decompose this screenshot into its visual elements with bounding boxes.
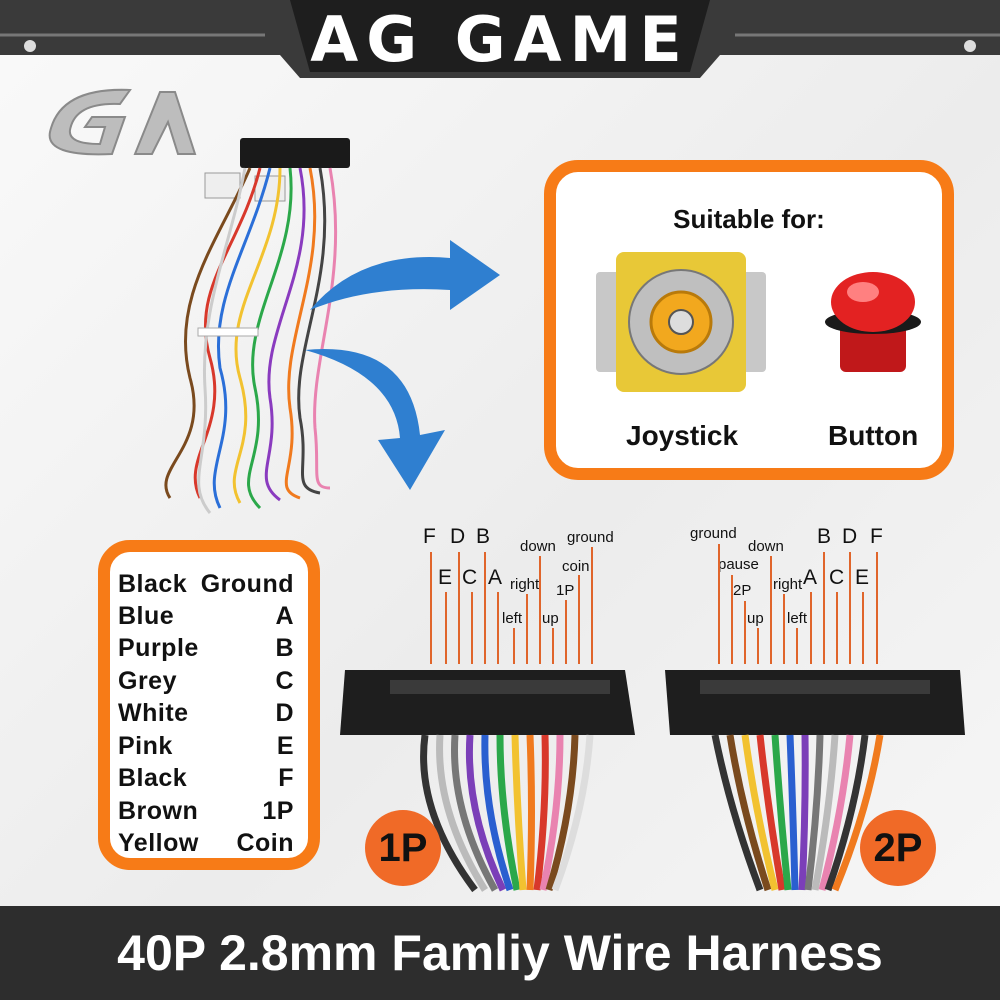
joystick-icon (596, 242, 766, 402)
connector-2p: ground pause 2P up down right left A B C… (660, 520, 975, 900)
legend-function: Coin (236, 829, 294, 857)
pin-label: up (542, 610, 559, 627)
pin-label: 1P (556, 582, 575, 599)
brand-logo (40, 82, 200, 162)
legend-color: Blue (118, 602, 175, 630)
legend-row: Grey C (118, 667, 294, 699)
legend-function: A (275, 602, 294, 630)
arcade-button-icon (818, 262, 928, 382)
pin-label: E (855, 566, 870, 589)
pin-label: left (787, 610, 808, 627)
legend-color: Grey (118, 667, 177, 695)
suitable-for-panel: Suitable for: Joystick Button (544, 160, 954, 480)
badge-2p: 2P (860, 810, 936, 886)
pin-label: C (462, 566, 478, 589)
button-label: Button (828, 420, 919, 451)
pin-label: coin (562, 558, 590, 575)
legend-color: Black (118, 764, 188, 792)
pin-label: B (476, 525, 491, 548)
pin-label: pause (718, 556, 759, 573)
legend-function: B (275, 634, 294, 662)
legend-function: E (276, 732, 294, 760)
pin-label: F (870, 525, 883, 548)
suitable-title: Suitable for: (673, 204, 825, 234)
pin-label: down (520, 538, 556, 555)
wire-color-legend: Black Ground Blue A Purple B Grey C White D P… (98, 540, 320, 870)
legend-row: Pink E (118, 732, 294, 764)
legend-color: White (118, 699, 189, 727)
pin-label: ground (690, 525, 737, 542)
legend-color: Brown (118, 797, 199, 825)
legend-function: Ground (200, 570, 294, 598)
connector-1p: F E D C B A right left down up 1P coin g… (335, 520, 635, 900)
pin-label: A (488, 566, 503, 589)
legend-row: White D (118, 699, 294, 731)
legend-row: Black F (118, 764, 294, 796)
pin-label: F (423, 525, 436, 548)
pin-label: down (748, 538, 784, 555)
legend-row: Yellow Coin (118, 829, 294, 861)
legend-color: Black (118, 570, 188, 598)
pin-label: 2P (733, 582, 752, 599)
pin-label: left (502, 610, 523, 627)
product-title: 40P 2.8mm Famliy Wire Harness (117, 925, 883, 981)
legend-row: Purple B (118, 634, 294, 666)
arrow-right-icon (310, 240, 500, 310)
legend-row: Brown 1P (118, 797, 294, 829)
pin-label: B (817, 525, 832, 548)
legend-color: Pink (118, 732, 173, 760)
legend-function: C (275, 667, 294, 695)
legend-function: 1P (262, 797, 294, 825)
legend-color: Purple (118, 634, 199, 662)
pin-label: D (450, 525, 466, 548)
wire-harness-image (130, 128, 370, 518)
legend-function: D (275, 699, 294, 727)
pin-label: C (829, 566, 845, 589)
footer-banner: 40P 2.8mm Famliy Wire Harness (0, 906, 1000, 1000)
legend-row: Blue A (118, 602, 294, 634)
brand-title: AG GAME (310, 3, 690, 76)
arrow-down-icon (305, 349, 445, 490)
pin-label: right (510, 576, 540, 593)
pin-label: E (438, 566, 453, 589)
badge-1p: 1P (365, 810, 441, 886)
pin-label: D (842, 525, 858, 548)
pin-label: A (803, 566, 818, 589)
pin-label: ground (567, 529, 614, 546)
legend-function: F (278, 764, 294, 792)
header-banner: AG GAME (0, 0, 1000, 95)
legend-row: Black Ground (118, 570, 294, 602)
pin-label: up (747, 610, 764, 627)
joystick-label: Joystick (626, 420, 739, 451)
pin-label: right (773, 576, 803, 593)
legend-color: Yellow (118, 829, 199, 857)
